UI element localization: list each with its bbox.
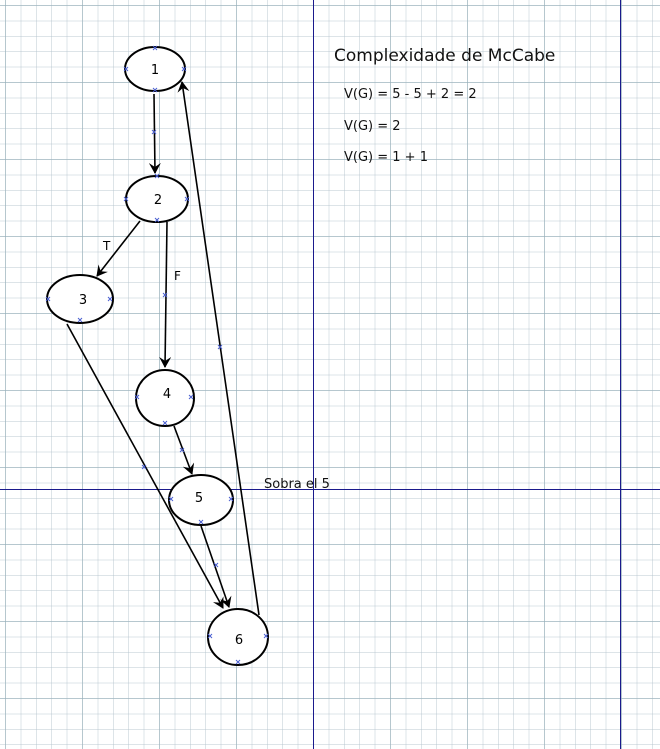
edge-label-true: T (102, 239, 111, 253)
node-label: 2 (154, 193, 162, 208)
node-3[interactable]: 3 (46, 274, 114, 324)
edge-6-1[interactable] (177, 81, 260, 616)
panel-title: Complexidade de McCabe (334, 46, 556, 66)
edge-2-3[interactable] (96, 220, 141, 277)
note-text: Sobra el 5 (264, 477, 330, 492)
vertical-guide-line (313, 0, 314, 749)
node-4[interactable]: 4 (135, 369, 195, 427)
edge-label-false: F (174, 269, 181, 283)
selection-handles (45, 45, 269, 665)
formula-line-2: V(G) = 2 (344, 119, 401, 134)
node-label: 4 (163, 387, 171, 402)
horizontal-guide-line (0, 489, 660, 490)
formula-line-3: V(G) = 1 + 1 (344, 150, 428, 165)
node-1[interactable]: 1 (124, 46, 186, 92)
node-5[interactable]: 5 (168, 474, 234, 526)
node-label: 5 (195, 491, 203, 506)
node-label: 3 (79, 293, 87, 308)
vertical-guide-line (620, 0, 621, 749)
node-label: 6 (235, 633, 243, 648)
node-2[interactable]: 2 (125, 175, 189, 223)
node-6[interactable]: 6 (207, 608, 269, 666)
edge-4-5[interactable] (173, 425, 195, 475)
formula-line-1: V(G) = 5 - 5 + 2 = 2 (344, 87, 477, 102)
edge-1-2[interactable] (148, 93, 161, 174)
node-label: 1 (151, 63, 159, 78)
